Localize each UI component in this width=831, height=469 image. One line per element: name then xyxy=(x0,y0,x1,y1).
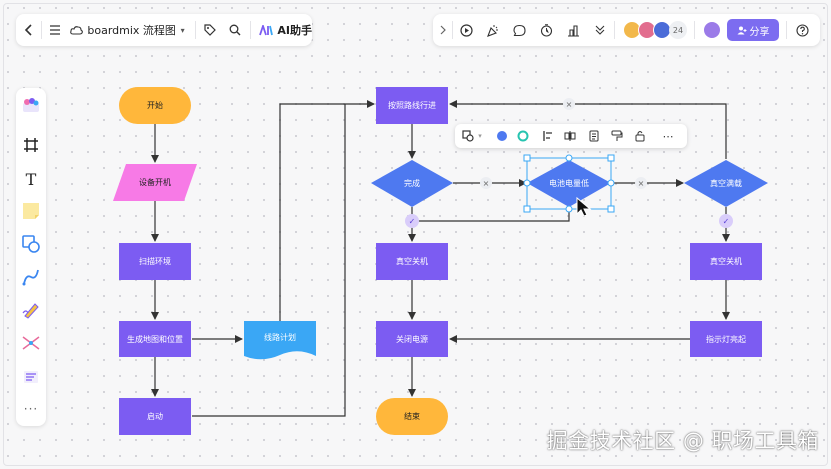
no-badge-battery-dust[interactable] xyxy=(635,177,647,189)
more-icon[interactable]: ··· xyxy=(23,402,39,416)
arrange-icon[interactable] xyxy=(561,124,579,148)
back-icon[interactable] xyxy=(16,14,41,46)
node-map[interactable] xyxy=(119,321,191,357)
text-icon[interactable]: T xyxy=(25,169,37,189)
node-vac-off-2[interactable] xyxy=(690,243,762,280)
frame-icon[interactable] xyxy=(20,134,42,156)
comment-icon[interactable] xyxy=(508,14,530,46)
border-color-icon[interactable] xyxy=(514,124,532,148)
document-title[interactable]: boardmix 流程图 xyxy=(87,24,176,37)
node-follow[interactable] xyxy=(376,87,448,124)
connector-launch-follow[interactable] xyxy=(192,104,346,417)
node-done[interactable] xyxy=(371,160,453,207)
collapse-icon[interactable] xyxy=(435,14,451,46)
top-left-toolbar: boardmix 流程图 ▾ AI助手 xyxy=(16,14,312,46)
divider xyxy=(250,21,252,39)
lock-icon[interactable] xyxy=(631,124,649,148)
node-dust[interactable] xyxy=(684,160,768,207)
template-icon[interactable] xyxy=(20,94,42,116)
divider xyxy=(41,21,42,39)
fill-color-icon[interactable] xyxy=(493,124,511,148)
node-battery[interactable] xyxy=(527,160,611,207)
cursor-icon xyxy=(576,196,592,217)
selection-box[interactable] xyxy=(523,154,615,213)
watermark: 掘金技术社区 @ 职场工具箱 xyxy=(546,429,819,453)
play-icon[interactable] xyxy=(455,14,477,46)
ai-assistant-label: AI助手 xyxy=(277,24,313,37)
connector-route-follow[interactable] xyxy=(279,100,375,322)
node-route[interactable] xyxy=(244,321,316,360)
search-icon[interactable] xyxy=(223,14,246,46)
left-tool-panel: T ··· xyxy=(16,88,46,426)
chevron-down-icon[interactable]: ▾ xyxy=(478,132,482,140)
node-end[interactable] xyxy=(376,398,448,435)
divider xyxy=(786,21,787,39)
mind-map-icon[interactable] xyxy=(20,332,42,354)
cloud-icon xyxy=(69,14,84,46)
node-vac-off-1[interactable] xyxy=(376,243,448,280)
connector-icon[interactable] xyxy=(20,266,42,288)
sticky-note-icon[interactable] xyxy=(20,200,42,222)
format-painter-icon[interactable] xyxy=(608,124,626,148)
node-start[interactable] xyxy=(119,87,191,124)
pen-icon[interactable] xyxy=(20,299,42,321)
top-right-toolbar: 24 分享 xyxy=(433,14,820,46)
divider xyxy=(452,21,453,39)
table-icon[interactable] xyxy=(20,366,42,388)
avatar[interactable] xyxy=(703,21,721,39)
shape-icon[interactable] xyxy=(20,233,42,255)
share-label: 分享 xyxy=(749,26,770,38)
node-launch[interactable] xyxy=(119,398,191,435)
connector-dust-follow[interactable] xyxy=(449,100,727,159)
divider xyxy=(614,21,615,39)
collaborator-count-badge[interactable]: 24 xyxy=(669,21,687,39)
node-power-off[interactable] xyxy=(376,321,448,357)
timer-icon[interactable] xyxy=(535,14,557,46)
share-button[interactable]: 分享 xyxy=(727,19,779,41)
no-badge-done-battery[interactable] xyxy=(480,177,492,189)
celebrate-icon[interactable] xyxy=(481,14,503,46)
node-indicator[interactable] xyxy=(690,321,762,357)
menu-icon[interactable] xyxy=(42,14,69,46)
shape-context-toolbar: ▾ ⋯ xyxy=(455,124,687,148)
node-scan[interactable] xyxy=(119,243,191,280)
no-badge-dust-follow[interactable] xyxy=(563,98,575,110)
yes-badge-dust[interactable] xyxy=(719,214,733,228)
yes-badge-done[interactable] xyxy=(405,214,419,228)
help-icon[interactable] xyxy=(791,14,813,46)
ai-logo-icon xyxy=(259,24,274,35)
divider xyxy=(195,21,197,39)
add-user-icon xyxy=(737,26,746,34)
tag-icon[interactable] xyxy=(196,14,223,46)
divider xyxy=(694,21,695,39)
note-icon[interactable] xyxy=(585,124,603,148)
more-down-icon[interactable] xyxy=(589,14,611,46)
shape-style-icon[interactable] xyxy=(459,124,477,148)
more-options-icon[interactable]: ⋯ xyxy=(662,129,674,143)
node-power-on[interactable] xyxy=(113,164,197,201)
ai-assistant-button[interactable]: AI助手 xyxy=(251,14,312,46)
vote-icon[interactable] xyxy=(562,14,584,46)
align-icon[interactable] xyxy=(539,124,557,148)
chevron-down-icon[interactable]: ▾ xyxy=(180,25,185,35)
